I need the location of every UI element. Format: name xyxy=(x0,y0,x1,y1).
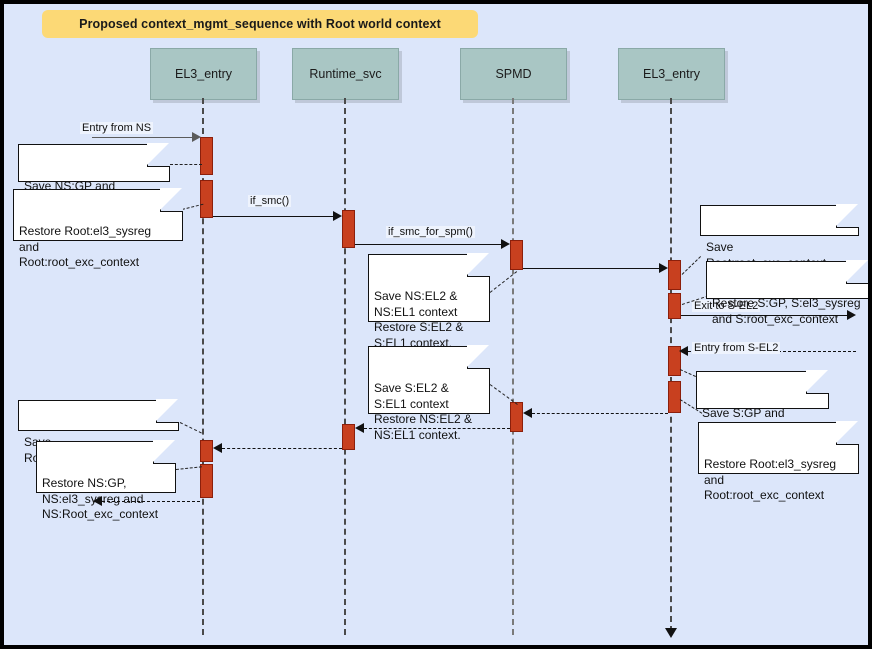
note-fold-icon xyxy=(846,260,868,284)
note-save-s-el2-restore-ns-el2: Save S:EL2 & S:EL1 context Restore NS:EL… xyxy=(368,345,490,442)
note-text: Save S:EL2 & S:EL1 context Restore NS:EL… xyxy=(374,381,473,442)
participant-el3-entry-right[interactable]: EL3_entry xyxy=(618,48,725,100)
message-label-if-smc: if_smc() xyxy=(248,195,292,207)
activation-el3-left-2 xyxy=(200,180,213,218)
message-label-entry-from-s-el2: Entry from S-EL2 xyxy=(692,342,781,354)
note-text: Restore Root:el3_sysreg and Root:root_ex… xyxy=(704,457,837,502)
note-fold-icon xyxy=(467,253,490,277)
note-text: Restore S:GP, S:el3_sysreg and S:root_ex… xyxy=(712,296,861,326)
note-save-ns-el2-restore-s-el2: Save NS:EL2 & NS:EL1 context Restore S:E… xyxy=(368,253,490,350)
note-save-s-gp: Save S:GP and S:root_exc_context xyxy=(696,370,829,436)
activation-runtime-2 xyxy=(342,424,355,450)
activation-spmd-2 xyxy=(510,402,523,432)
message-line-if-smc xyxy=(213,216,333,217)
activation-el3-right-2 xyxy=(668,293,681,319)
participant-runtime-svc[interactable]: Runtime_svc xyxy=(292,48,399,100)
note-restore-ns-gp: Restore NS:GP, NS:el3_sysreg and NS:Root… xyxy=(36,440,176,521)
arrow-head-icon xyxy=(501,239,510,249)
activation-el3-right-3 xyxy=(668,346,681,376)
arrow-head-icon xyxy=(659,263,668,273)
lifeline-el3-entry-left xyxy=(202,98,204,635)
message-line-spmd-to-runtime xyxy=(364,428,510,429)
activation-el3-left-3 xyxy=(200,440,213,462)
note-restore-s-gp: Restore S:GP, S:el3_sysreg and S:root_ex… xyxy=(706,260,868,326)
note-leader-line xyxy=(179,422,202,434)
note-text: Save NS:EL2 & NS:EL1 context Restore S:E… xyxy=(374,289,464,350)
message-line-spmd-to-el3-right xyxy=(523,268,659,269)
activation-spmd-1 xyxy=(510,240,523,270)
note-fold-icon xyxy=(147,143,170,167)
note-leader-line xyxy=(175,466,202,470)
note-leader-line xyxy=(681,256,702,275)
note-text: Restore Root:el3_sysreg and Root:root_ex… xyxy=(19,224,152,269)
lifeline-end-arrow-icon xyxy=(665,628,677,638)
lifeline-runtime-svc xyxy=(344,98,346,635)
note-fold-icon xyxy=(156,399,179,423)
participant-label: EL3_entry xyxy=(175,67,232,81)
message-line-entry-from-ns xyxy=(92,137,192,138)
arrow-head-icon xyxy=(679,346,688,356)
arrow-head-icon xyxy=(523,408,532,418)
arrow-head-icon xyxy=(93,496,102,506)
activation-runtime-1 xyxy=(342,210,355,248)
diagram-title-banner: Proposed context_mgmt_sequence with Root… xyxy=(42,10,478,38)
page-title: Proposed context_mgmt_sequence with Root… xyxy=(79,17,441,31)
activation-el3-right-1 xyxy=(668,260,681,290)
participant-label: EL3_entry xyxy=(643,67,700,81)
note-leader-line xyxy=(170,164,202,165)
note-restore-root-el3-sysreg-bottom: Restore Root:el3_sysreg and Root:root_ex… xyxy=(698,421,859,502)
note-save-root-exc-context-left: Save Root:root_exc_context xyxy=(18,399,179,465)
note-text: Restore NS:GP, NS:el3_sysreg and NS:Root… xyxy=(42,476,159,521)
participant-el3-entry-left[interactable]: EL3_entry xyxy=(150,48,257,100)
note-fold-icon xyxy=(806,370,829,394)
note-fold-icon xyxy=(836,204,859,228)
note-fold-icon xyxy=(467,345,490,369)
activation-el3-left-1 xyxy=(200,137,213,175)
message-label-if-smc-for-spm: if_smc_for_spm() xyxy=(386,226,475,238)
note-fold-icon xyxy=(153,440,176,464)
message-label-exit-to-s-el2: Exit to S-EL2 xyxy=(692,300,761,312)
lifeline-spmd xyxy=(512,98,514,635)
arrow-head-icon xyxy=(333,211,342,221)
message-line-el3-left-exit xyxy=(102,501,200,502)
message-line-if-smc-for-spm xyxy=(355,244,501,245)
sequence-diagram-canvas: Proposed context_mgmt_sequence with Root… xyxy=(4,4,868,645)
message-line-runtime-to-el3-left xyxy=(222,448,342,449)
activation-el3-right-4 xyxy=(668,381,681,413)
participant-label: Runtime_svc xyxy=(309,67,382,81)
arrow-head-icon xyxy=(847,310,856,320)
note-save-ns-gp: Save NS:GP and NS:Root_exc_context xyxy=(18,143,170,209)
arrow-head-icon xyxy=(355,423,364,433)
message-label-entry-from-ns: Entry from NS xyxy=(80,122,154,134)
note-fold-icon xyxy=(836,421,859,445)
note-save-root-exc-context-right: Save Root:root_exc_context xyxy=(700,204,859,270)
activation-el3-left-4 xyxy=(200,464,213,498)
participant-spmd[interactable]: SPMD xyxy=(460,48,567,100)
arrow-head-icon xyxy=(192,132,201,142)
message-line-el3-right-to-spmd xyxy=(532,413,668,414)
arrow-head-icon xyxy=(213,443,222,453)
note-restore-root-el3-sysreg-top: Restore Root:el3_sysreg and Root:root_ex… xyxy=(13,188,183,269)
participant-label: SPMD xyxy=(495,67,532,81)
message-line-exit-to-s-el2 xyxy=(681,315,851,316)
note-fold-icon xyxy=(160,188,183,212)
